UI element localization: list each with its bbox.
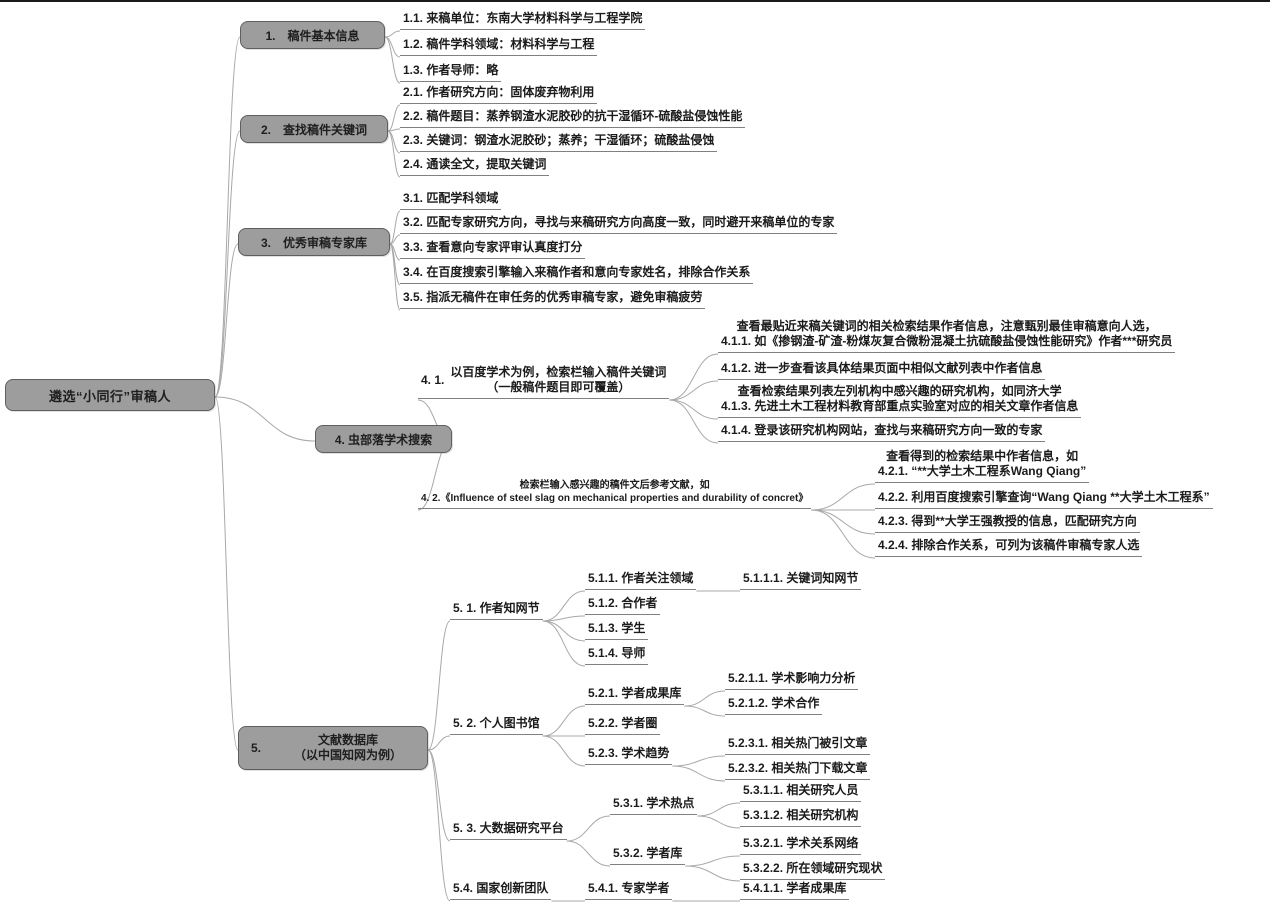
node-5-text: 文献数据库 （以中国知网为例） [294,733,403,762]
node-5-number: 5. [251,741,262,755]
node-1-1: 1.1. 来稿单位：东南大学材料科学与工程学院 [400,10,646,30]
node-5-2-1-2: 5.2.1.2. 学术合作 [725,695,823,715]
node-5-3-2-1: 5.3.2.1. 学术关系网络 [740,835,862,855]
node-5-2-3: 5.2.3. 学术趋势 [585,745,673,765]
node-root: 遴选“小同行”审稿人 [5,379,215,411]
node-4-2-2: 4.2.2. 利用百度搜索引擎查询“Wang Qiang **大学土木工程系” [875,489,1213,509]
node-5-1-1-1: 5.1.1.1. 关键词知网节 [740,570,862,590]
node-4-2-1: 查看得到的检索结果中作者信息，如 4.2.1. “**大学土木工程系Wang Q… [875,448,1090,483]
node-4: 4. 虫部落学术搜索 [315,425,452,453]
node-5-3-2: 5.3.2. 学者库 [610,845,686,865]
node-1-3: 1.3. 作者导师：略 [400,62,502,82]
node-4-1-3: 查看检索结果列表左列机构中感兴趣的研究机构，如同济大学 4.1.3. 先进土木工… [718,383,1082,418]
node-5-3-1-1: 5.3.1.1. 相关研究人员 [740,782,862,802]
node-5-2-1: 5.2.1. 学者成果库 [585,685,685,705]
node-4-1-number: 4. 1. [421,372,445,387]
node-5-1-4: 5.1.4. 导师 [585,645,649,665]
node-4-2-3: 4.2.3. 得到**大学王强教授的信息，匹配研究方向 [875,513,1140,533]
node-5-2-3-1: 5.2.3.1. 相关热门被引文章 [725,735,871,755]
node-4-1: 4. 1. 以百度学术为例，检索栏输入稿件关键词 （一般稿件题目即可覆盖） [418,364,670,399]
node-2-4: 2.4. 通读全文，提取关键词 [400,156,550,176]
node-5-3: 5. 3. 大数据研究平台 [450,820,567,840]
node-5-2-1-1: 5.2.1.1. 学术影响力分析 [725,670,859,690]
node-3: 3. 优秀审稿专家库 [238,228,390,256]
node-5-1-2: 5.1.2. 合作者 [585,595,661,615]
node-4-2: 检索栏输入感兴趣的稿件文后参考文献，如 4. 2.《Influence of s… [418,478,812,509]
node-3-4: 3.4. 在百度搜索引擎输入来稿作者和意向专家姓名，排除合作关系 [400,264,754,284]
node-5-1-1: 5.1.1. 作者关注领域 [585,570,697,590]
node-3-5: 3.5. 指派无稿件在审任务的优秀审稿专家，避免审稿疲劳 [400,289,706,309]
node-4-1-text: 以百度学术为例，检索栏输入稿件关键词 （一般稿件题目即可覆盖） [450,365,667,394]
node-5-2-3-2: 5.2.3.2. 相关热门下载文章 [725,760,871,780]
node-1: 1. 稿件基本信息 [240,21,385,49]
node-5-3-2-2: 5.3.2.2. 所在领域研究现状 [740,860,886,880]
node-2: 2. 查找稿件关键词 [240,115,388,143]
node-4-1-4: 4.1.4. 登录该研究机构网站，查找与来稿研究方向一致的专家 [718,422,1046,442]
node-2-1: 2.1. 作者研究方向：固体废弃物利用 [400,84,598,104]
node-5: 5. 文献数据库 （以中国知网为例） [238,726,428,770]
node-2-3: 2.3. 关键词：钢渣水泥胶砂；蒸养；干湿循环；硫酸盐侵蚀 [400,132,718,152]
node-2-2: 2.2. 稿件题目：蒸养钢渣水泥胶砂的抗干湿循环-硫酸盐侵蚀性能 [400,108,746,128]
node-5-4: 5.4. 国家创新团队 [450,880,552,900]
node-5-3-1: 5.3.1. 学术热点 [610,795,698,815]
node-5-2: 5. 2. 个人图书馆 [450,715,543,735]
node-5-1: 5. 1. 作者知网节 [450,600,543,620]
node-5-4-1: 5.4.1. 专家学者 [585,880,673,900]
node-5-2-2: 5.2.2. 学者圈 [585,715,661,735]
node-3-2: 3.2. 匹配专家研究方向，寻找与来稿研究方向高度一致，同时避开来稿单位的专家 [400,214,838,234]
node-3-3: 3.3. 查看意向专家评审认真度打分 [400,239,586,259]
node-4-1-2: 4.1.2. 进一步查看该具体结果页面中相似文献列表中作者信息 [718,360,1046,380]
node-4-2-4: 4.2.4. 排除合作关系，可列为该稿件审稿专家人选 [875,537,1143,557]
node-5-4-1-1: 5.4.1.1. 学者成果库 [740,880,850,900]
node-5-1-3: 5.1.3. 学生 [585,620,649,640]
node-3-1: 3.1. 匹配学科领域 [400,190,502,210]
node-5-3-1-2: 5.3.1.2. 相关研究机构 [740,807,862,827]
node-1-2: 1.2. 稿件学科领域：材料科学与工程 [400,36,598,56]
node-4-1-1: 查看最贴近来稿关键词的相关检索结果作者信息，注意甄别最佳审稿意向人选， 4.1.… [718,318,1176,353]
